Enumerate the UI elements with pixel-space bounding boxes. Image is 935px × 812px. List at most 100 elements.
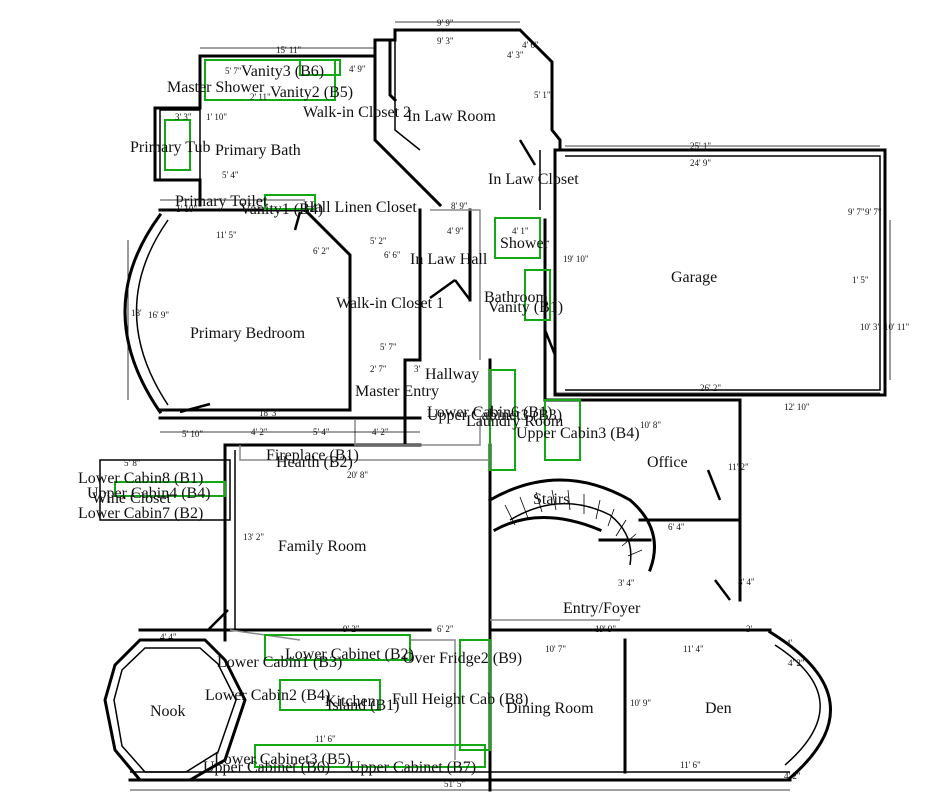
room-label-dining-room: Dining Room	[506, 700, 594, 717]
room-label-primary-bath: Primary Bath	[215, 142, 301, 159]
cabinet-label-upper-cabin3: Upper Cabin3 (B4)	[516, 425, 640, 442]
dim-label: 11' 6"	[315, 734, 336, 744]
dim-label: 4' 9"	[447, 226, 464, 236]
room-label-master-shower: Master Shower	[167, 79, 265, 96]
dim-label: 3'	[414, 364, 421, 374]
gray-lines	[229, 209, 620, 760]
room-label-office: Office	[647, 454, 688, 471]
dim-label: 12' 10"	[784, 402, 810, 412]
room-label-hearth: Hearth (B2)	[276, 454, 353, 471]
cabinet-label-full-height-cab: Full Height Cab (B8)	[392, 691, 528, 708]
room-label-shower: Shower	[500, 235, 550, 252]
dim-label: 3'	[746, 624, 753, 634]
dim-label: 13' 2"	[243, 532, 264, 542]
dimension-lines	[127, 21, 891, 791]
room-label-garage: Garage	[671, 269, 717, 286]
dim-label: 18'	[131, 308, 142, 318]
dim-label: 5' 4"	[222, 170, 239, 180]
dim-label: 16' 9"	[148, 310, 169, 320]
dim-label: 25' 1"	[690, 141, 711, 151]
dim-label: 8' 9"	[451, 201, 468, 211]
room-label-bathroom: Bathroom	[484, 289, 549, 306]
dim-label: 24' 9"	[690, 158, 711, 168]
dim-label: 10' 11"	[884, 322, 910, 332]
dim-label: 1' 10"	[176, 204, 197, 214]
dim-label: 4' 6"	[522, 40, 539, 50]
room-label-fireplace: Fireplace (B1)	[266, 447, 359, 464]
dim-label: 4' 4"	[160, 632, 177, 642]
dim-label: 5' 1"	[534, 90, 551, 100]
dim-label: 18' 3"	[259, 408, 280, 418]
cabinet-label-vanity1: Vanity1 (B4)	[240, 201, 323, 218]
room-label-entry-foyer: Entry/Foyer	[563, 600, 641, 617]
dim-label: 10' 9"	[630, 698, 651, 708]
dim-label: 6' 2"	[437, 624, 454, 634]
room-label-hall-linen-closet: Hall Linen Closet	[303, 199, 417, 216]
cabinet-label-lower-cabinet3: Lower Cabinet3 (B5)	[214, 751, 351, 768]
dim-label: 3' 3"	[175, 112, 192, 122]
dim-label: 26' 2"	[700, 383, 721, 393]
dim-label: 10' 7"	[545, 644, 566, 654]
room-label-hallway: Hallway	[425, 366, 479, 383]
room-label-primary-bedroom: Primary Bedroom	[190, 325, 306, 342]
room-label-nook: Nook	[150, 703, 186, 720]
cabinet-label-vanity3: Vanity3 (B6)	[241, 63, 324, 80]
dim-label: 11' 5"	[216, 230, 237, 240]
cabinet-label-upper-cabinet-b7: Upper Cabinet (B7)	[349, 759, 476, 776]
cabinet-label-upper-cabinet-b6: Upper Cabinet (B6)	[203, 759, 330, 776]
dim-label: 4' 2"	[784, 771, 801, 781]
dim-label: 2' 7"	[370, 364, 387, 374]
dim-label: 20' 8"	[347, 470, 368, 480]
dim-label: 9' 3"	[437, 36, 454, 46]
room-label-laundry-room: Laundry Room	[466, 413, 564, 430]
dim-label: 1' 10"	[206, 112, 227, 122]
dim-label: 5' 2"	[370, 236, 387, 246]
dim-label: 6' 4"	[668, 522, 685, 532]
cabinet-label-lower-cabin1: Lower Cabin1 (B3)	[217, 654, 342, 671]
dim-label: 4' 2"	[251, 427, 268, 437]
room-label-in-law-hall: In Law Hall	[410, 251, 488, 268]
dim-label: 4'	[786, 638, 793, 648]
room-label-master-entry: Master Entry	[355, 383, 439, 400]
room-label-in-law-closet: In Law Closet	[488, 171, 579, 188]
room-label-primary-tub: Primary Tub	[130, 139, 210, 156]
dim-label: 10' 8"	[640, 420, 661, 430]
dim-label: 9' 7"	[848, 207, 865, 217]
cabinet-label-vanity2: Vanity2 (B5)	[270, 84, 353, 101]
dim-label: 6' 2"	[313, 246, 330, 256]
dim-label: 11' 4"	[683, 644, 704, 654]
dim-label: 5' 8"	[124, 458, 141, 468]
dim-label: 51' 5"	[444, 779, 465, 789]
cabinet-label-lower-cabin7: Lower Cabin7 (B2)	[78, 505, 203, 522]
dim-label: 15' 11"	[276, 45, 302, 55]
room-label-kitchen: Kitchen	[325, 693, 376, 710]
dim-label: 10' 3"	[860, 322, 881, 332]
dim-label: 11' 6"	[680, 760, 701, 770]
cabinet-label-wine-closet: Wine Closet	[92, 490, 171, 507]
dim-label: 2' 11"	[250, 92, 271, 102]
dim-label: 8' 4"	[738, 577, 755, 587]
dimension-labels: 15' 11" 9' 9" 9' 3" 5' 7" 4' 9" 4' 6" 4'…	[124, 18, 910, 789]
cabinet-labels: Vanity3 (B6) Vanity2 (B5) Vanity1 (B4) V…	[78, 63, 640, 776]
dim-label: 4' 1"	[512, 226, 529, 236]
cabinet-label-upper-cabinet3-b3: Upper Cabinet3 (B3)	[427, 407, 562, 424]
dim-label: 5' 7"	[225, 66, 242, 76]
room-label-stairs: Stairs	[533, 491, 569, 508]
dim-label: 5' 10"	[182, 429, 203, 439]
cabinet-label-lower-cabin2: Lower Cabin2 (B4)	[205, 687, 330, 704]
dim-label: 4' 2"	[788, 658, 805, 668]
dim-label: 5' 4"	[313, 427, 330, 437]
dim-label: 4' 9"	[349, 64, 366, 74]
room-label-family-room: Family Room	[278, 538, 367, 555]
cabinet-label-over-fridge2: Over Fridge2 (B9)	[403, 650, 522, 667]
doors	[179, 139, 731, 631]
room-label-in-law-room: In Law Room	[407, 108, 496, 125]
dim-label: 11' 2"	[728, 462, 749, 472]
room-label-primary-toilet: Primary Toilet	[175, 193, 268, 210]
dim-label: 6' 6"	[384, 250, 401, 260]
cabinet-label-lower-cabin6: Lower Cabin6 (B1)	[427, 404, 552, 421]
room-label-walk-in-closet-2: Walk-in Closet 2	[303, 104, 411, 121]
cabinet-label-island: Island (B1)	[327, 697, 399, 714]
dim-label: 5' 7"	[380, 342, 397, 352]
